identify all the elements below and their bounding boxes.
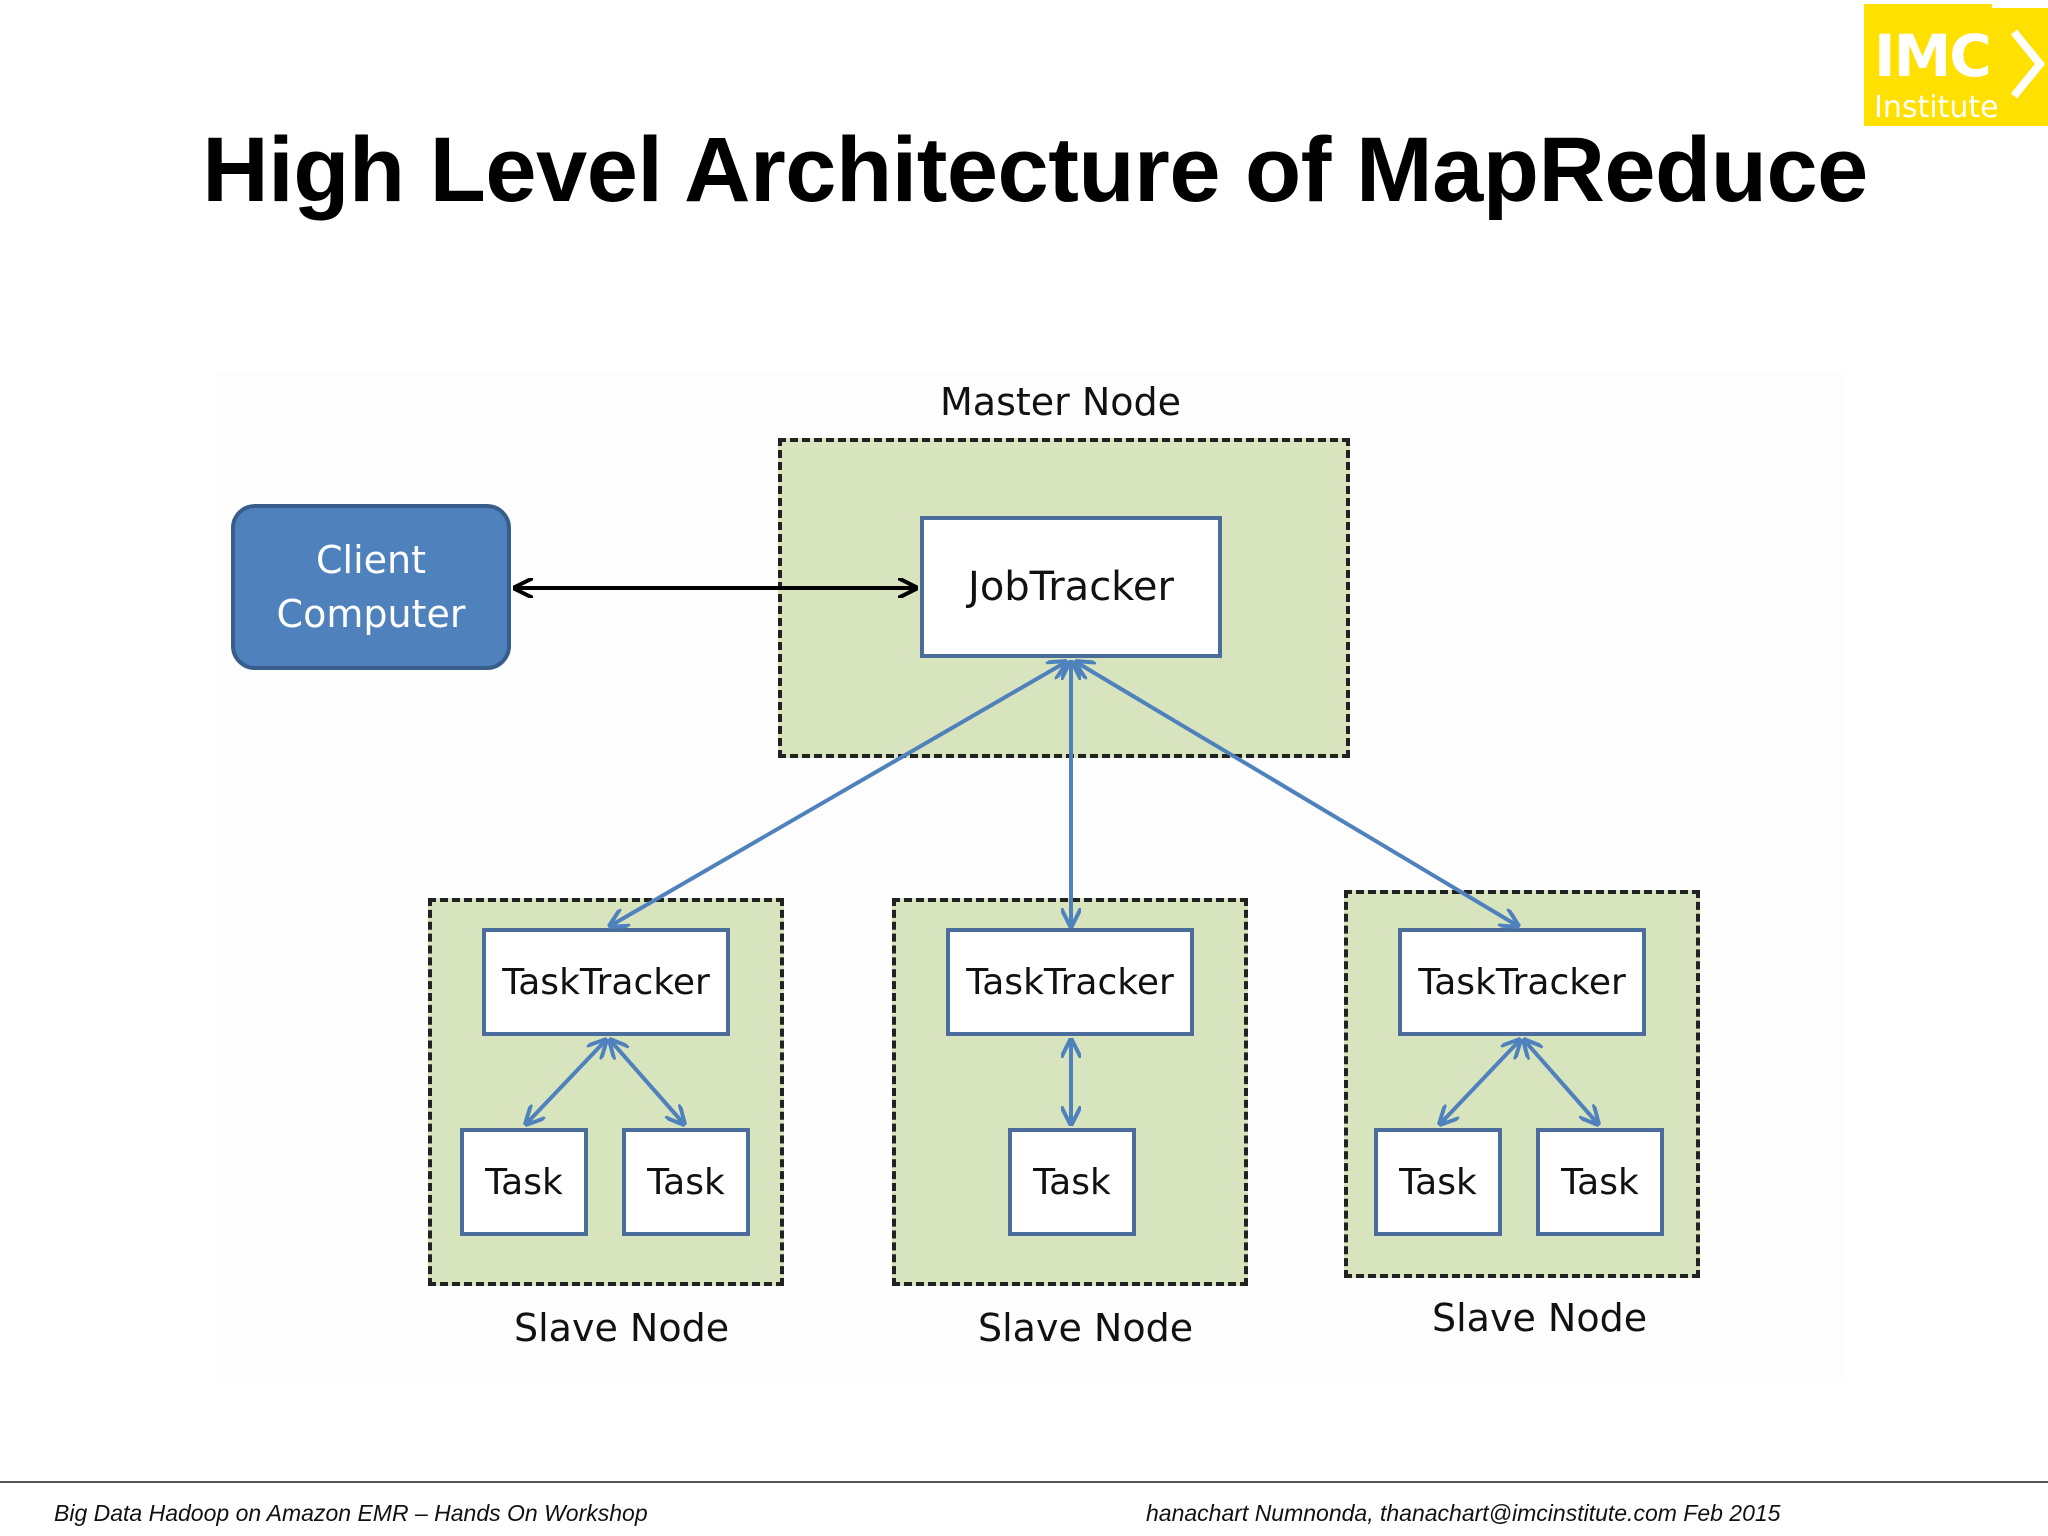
slave-node-label-2: Slave Node <box>978 1306 1194 1350</box>
jobtracker-label: JobTracker <box>968 564 1174 610</box>
tasktracker-box-1: TaskTracker <box>482 928 730 1036</box>
task-label-3b: Task <box>1561 1161 1639 1203</box>
slave-node-label-3: Slave Node <box>1432 1296 1648 1340</box>
task-box-1a: Task <box>460 1128 588 1236</box>
tasktracker1-task1a-arrow <box>526 1040 606 1124</box>
logo-chevron-icon <box>1992 4 2048 99</box>
tasktracker-label-2: TaskTracker <box>966 961 1174 1003</box>
client-label-line1: Client <box>315 538 426 582</box>
client-computer-box: Client Computer <box>231 504 511 670</box>
tasktracker3-task3a-arrow <box>1440 1040 1520 1124</box>
tasktracker-label-3: TaskTracker <box>1418 961 1626 1003</box>
slave-node-label-1: Slave Node <box>514 1306 730 1350</box>
task-box-2a: Task <box>1008 1128 1136 1236</box>
tasktracker1-task1b-arrow <box>610 1040 684 1124</box>
master-node-label: Master Node <box>940 380 1182 424</box>
footer-course-title: Big Data Hadoop on Amazon EMR – Hands On… <box>54 1500 648 1526</box>
jobtracker-box: JobTracker <box>920 516 1222 658</box>
task-box-1b: Task <box>622 1128 750 1236</box>
tasktracker-label-1: TaskTracker <box>502 961 710 1003</box>
client-label-line2: Computer <box>276 592 466 636</box>
tasktracker-box-3: TaskTracker <box>1398 928 1646 1036</box>
logo-text-imc: IMC <box>1874 22 1992 90</box>
jobtracker-slave3-arrow <box>1076 662 1518 926</box>
task-label-3a: Task <box>1399 1161 1477 1203</box>
task-box-3a: Task <box>1374 1128 1502 1236</box>
footer-author-info: hanachart Numnonda, thanachart@imcinstit… <box>1146 1500 1781 1526</box>
imc-institute-logo: IMC Institute <box>1864 4 2048 126</box>
tasktracker-box-2: TaskTracker <box>946 928 1194 1036</box>
task-box-3b: Task <box>1536 1128 1664 1236</box>
task-label-1b: Task <box>647 1161 725 1203</box>
task-label-1a: Task <box>485 1161 563 1203</box>
task-label-2a: Task <box>1033 1161 1111 1203</box>
footer-divider <box>0 1481 2048 1483</box>
jobtracker-slave1-arrow <box>610 662 1066 926</box>
logo-text-institute: Institute <box>1874 90 1999 125</box>
tasktracker3-task3b-arrow <box>1524 1040 1598 1124</box>
slide-title: High Level Architecture of MapReduce <box>202 119 1868 221</box>
